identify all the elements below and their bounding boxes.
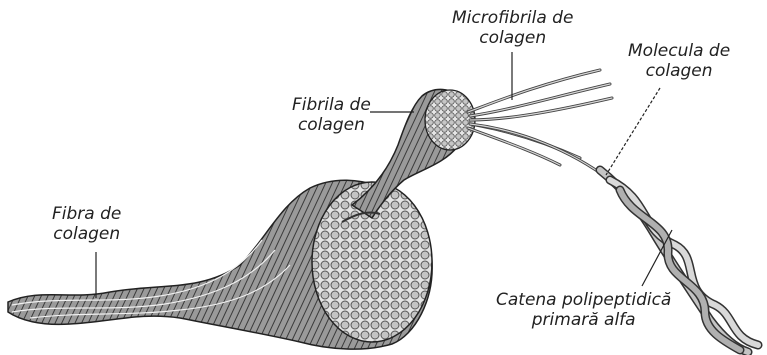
label-molecula-de-colagen: Molecula de colagen (628, 41, 730, 81)
label-fibra-line2: colagen (52, 224, 121, 244)
label-fibra-de-colagen: Fibra de colagen (52, 204, 121, 244)
label-fibrila-line1: Fibrila de (292, 95, 371, 115)
label-molecula-line2: colagen (628, 61, 730, 81)
leader-molecula (606, 88, 660, 175)
label-microfibrila-line2: colagen (452, 28, 573, 48)
label-microfibrila-line1: Microfibrila de (452, 8, 573, 28)
label-molecula-line1: Molecula de (628, 41, 730, 61)
label-catena-line1: Catena polipeptidică (496, 290, 671, 310)
fibril-cross-section (425, 90, 475, 150)
label-fibrila-line2: colagen (292, 115, 371, 135)
label-catena-line2: primară alfa (496, 310, 671, 330)
label-catena-polipeptidica: Catena polipeptidică primară alfa (496, 290, 671, 330)
collagen-microfibrils (468, 70, 612, 180)
label-fibrila-de-colagen: Fibrila de colagen (292, 95, 371, 135)
label-microfibrila-de-colagen: Microfibrila de colagen (452, 8, 573, 48)
label-fibra-line1: Fibra de (52, 204, 121, 224)
